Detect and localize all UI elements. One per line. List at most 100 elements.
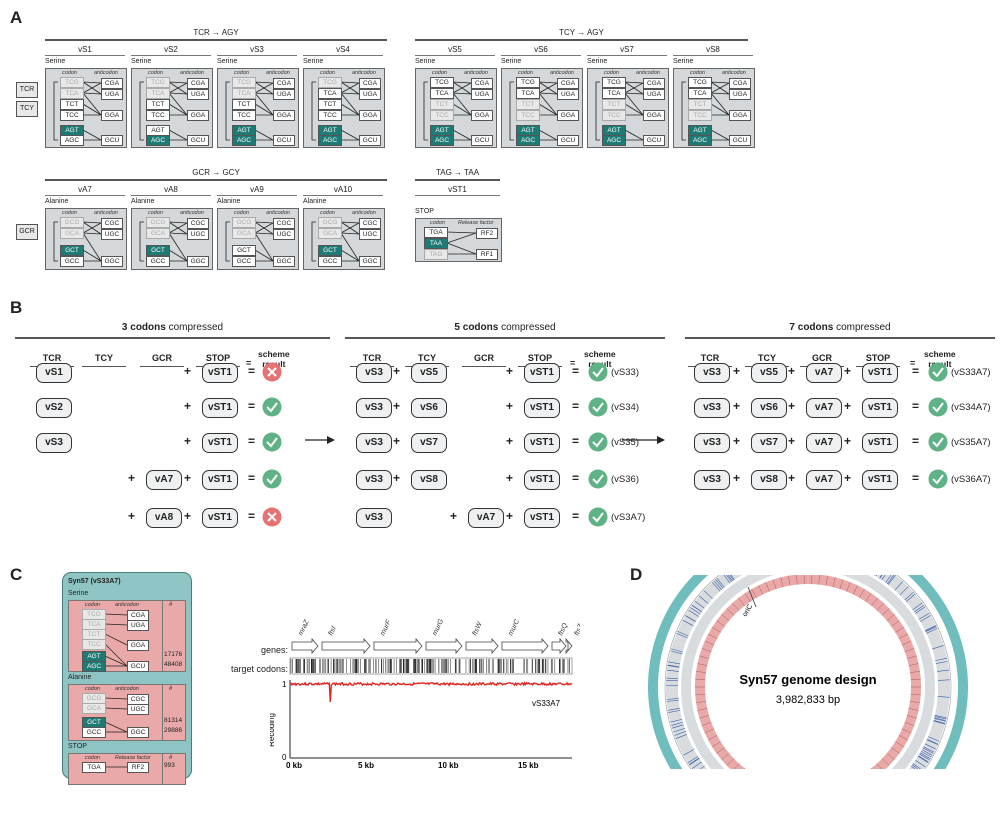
group-header-tcy: TCY → AGY [415,28,748,41]
x-tick: 15 kb [518,761,539,769]
pairing-line [255,223,273,233]
variant-header-vS1: vS1 [45,45,125,56]
plus-sign: + [733,364,740,378]
release-factor-box: RF2 [476,228,498,239]
amino-acid-label: Serine [45,58,65,65]
codon-box: TCA [430,88,454,99]
amino-acid-label: Serine [131,58,151,65]
codon-box: TCA [60,88,84,99]
scheme-box-vS3: vS3 [356,508,392,528]
anticodon-box: GGC [359,256,381,267]
codon-box: AGC [602,135,626,146]
anticodon-box: UGA [643,89,665,100]
codon-box: AGC [688,135,712,146]
codon-box: TCG [318,77,342,88]
codon-box: TGA [82,762,106,773]
pairing-line [711,130,729,140]
count-hash: # [169,686,172,692]
anticodon-box: GCU [359,135,381,146]
gene-arrow [292,639,318,653]
pairing-line [539,93,557,94]
codon-box: TCT [430,99,454,110]
anticodon-box: CGA [273,78,295,89]
anticodon-box: UGA [127,620,149,631]
gene-arrow [426,639,462,653]
codon-box: AGC [318,135,342,146]
variant-header-vS4: vS4 [303,45,383,56]
pairing-line [625,93,643,94]
gene-label: murG [431,618,445,637]
anticodon-box: GGA [187,110,209,121]
scheme-box-vST1: vST1 [524,508,560,528]
plus-sign: + [393,471,400,485]
pairing-line [447,243,476,254]
pairing-line [711,93,729,94]
pairing-line [169,93,187,94]
arrow-head [657,436,665,444]
result-circle [263,470,282,489]
variant-header-vS7: vS7 [587,45,667,56]
codon-box: TCG [516,77,540,88]
equals-sign: = [248,364,255,378]
plus-sign: + [844,471,851,485]
codon-box: TCG [430,77,454,88]
plus-sign: + [506,509,513,523]
codon-box: TCC [516,110,540,121]
card-title: Syn57 (vS33A7) [68,578,121,585]
codon-box: TCA [688,88,712,99]
bracket-line [226,82,230,140]
pairing-line [539,104,557,115]
pairing-line [341,83,359,93]
pairing-line [169,250,187,261]
scheme-name: (vS36) [611,474,639,485]
codon-box: GCG [232,217,256,228]
codon-box: GCC [82,727,106,738]
codon-box: TCG [146,77,170,88]
pairing-line [169,104,187,115]
anticodon-box: GGA [101,110,123,121]
count-divider [162,754,163,784]
equals-sign: = [572,471,579,485]
scheme-box-vS3: vS3 [356,363,392,383]
codon-box: TCT [146,99,170,110]
check-icon [588,362,608,382]
check-icon [928,362,948,382]
codon-box: AGC [146,135,170,146]
codon-box: AGC [516,135,540,146]
scheme-text: scheme [924,349,956,359]
pairing-line [83,130,101,140]
pairing-line [169,82,187,83]
column-header-gcr: GCR [462,353,506,367]
anticodon-box: UGA [187,89,209,100]
codon-box: AGC [82,661,106,672]
gene-arrow [502,639,548,653]
plus-sign: + [184,471,191,485]
pairing-line [169,223,187,233]
pairing-line [255,222,273,223]
equals-sign: = [248,471,255,485]
genome-title: Syn57 genome design [739,672,876,687]
pairing-line [105,634,127,645]
pairing-line [453,104,471,115]
codon-box: GCG [60,217,84,228]
amino-acid-label: Serine [415,58,435,65]
codon-box: TCG [232,77,256,88]
group-header-rest: compressed [498,322,555,333]
series-label: vS33A7 [532,699,561,708]
pairing-line [255,233,273,261]
codon-count: 17176 [164,651,182,658]
codon-box: TCA [146,88,170,99]
codon-box: TCG [60,77,84,88]
pairing-line [255,250,273,261]
pairing-line [711,104,729,115]
bracket-line [54,222,58,261]
codon-box: GCC [60,256,84,267]
anticodon-box: CGC [101,218,123,229]
y-tick-1: 1 [282,680,287,689]
